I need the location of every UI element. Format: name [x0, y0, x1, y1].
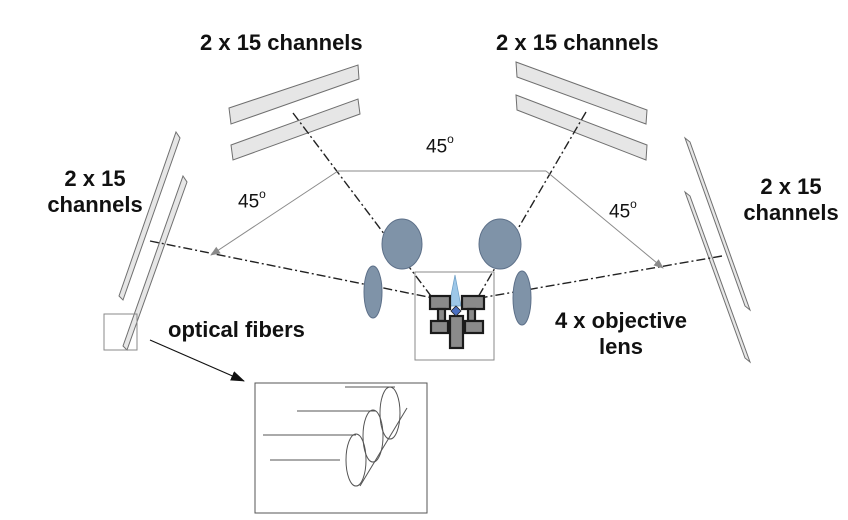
- lens-top-right: [478, 218, 522, 270]
- top-right-plate-2: [515, 94, 648, 161]
- angle-right-value: 45: [609, 201, 631, 223]
- angle-label-left: 45o: [238, 187, 266, 213]
- label-top-left-array: 2 x 15 channels: [200, 30, 363, 55]
- axis-top-left: [292, 112, 438, 305]
- target-device: [428, 274, 486, 350]
- label-objective-lens: 4 x objective lens: [532, 308, 710, 360]
- lens-right: [512, 270, 532, 326]
- angle-top-degree: o: [447, 132, 454, 146]
- label-left-array-line1: 2 x 15: [64, 166, 126, 191]
- label-top-right-array: 2 x 15 channels: [496, 30, 659, 55]
- label-objective-line2: lens: [598, 334, 644, 359]
- optical-fibers-detail: [254, 382, 428, 514]
- label-left-array: 2 x 15 channels: [40, 166, 150, 218]
- angle-line-right: [545, 170, 664, 269]
- axis-left: [149, 240, 434, 299]
- right-plate-1: [683, 136, 752, 312]
- light-cone: [448, 274, 462, 307]
- angle-lines: [210, 170, 664, 269]
- right-plate-2: [683, 190, 752, 364]
- angle-right-degree: o: [630, 197, 637, 211]
- label-objective-line1: 4 x objective: [554, 308, 688, 333]
- angle-label-right: 45o: [609, 197, 637, 223]
- objective-lenses: [363, 218, 532, 326]
- lens-left: [363, 265, 383, 319]
- label-right-array-line1: 2 x 15: [760, 174, 822, 199]
- angle-line-left: [210, 170, 339, 256]
- label-right-array-line2: channels: [743, 200, 839, 225]
- angle-left-degree: o: [259, 187, 266, 201]
- angle-label-top: 45o: [426, 132, 454, 158]
- fiber-callout-box: [103, 313, 138, 351]
- target-point: [450, 305, 462, 317]
- label-optical-fibers: optical fibers: [168, 317, 305, 342]
- label-right-array: 2 x 15 channels: [736, 174, 846, 226]
- lens-top-left: [381, 218, 423, 270]
- top-right-plate-1: [515, 61, 648, 125]
- axis-top-right: [473, 111, 587, 305]
- angle-top-value: 45: [426, 136, 448, 158]
- detector-plates: [118, 61, 752, 364]
- zoom-arrow: [149, 339, 245, 382]
- angle-left-value: 45: [238, 191, 260, 213]
- center-zoom-box: [414, 271, 495, 361]
- top-left-plate-1: [228, 64, 360, 125]
- top-left-plate-2: [230, 98, 361, 161]
- fiber-detail-box: [254, 382, 428, 514]
- label-left-array-line2: channels: [47, 192, 143, 217]
- left-plate-1: [118, 130, 181, 301]
